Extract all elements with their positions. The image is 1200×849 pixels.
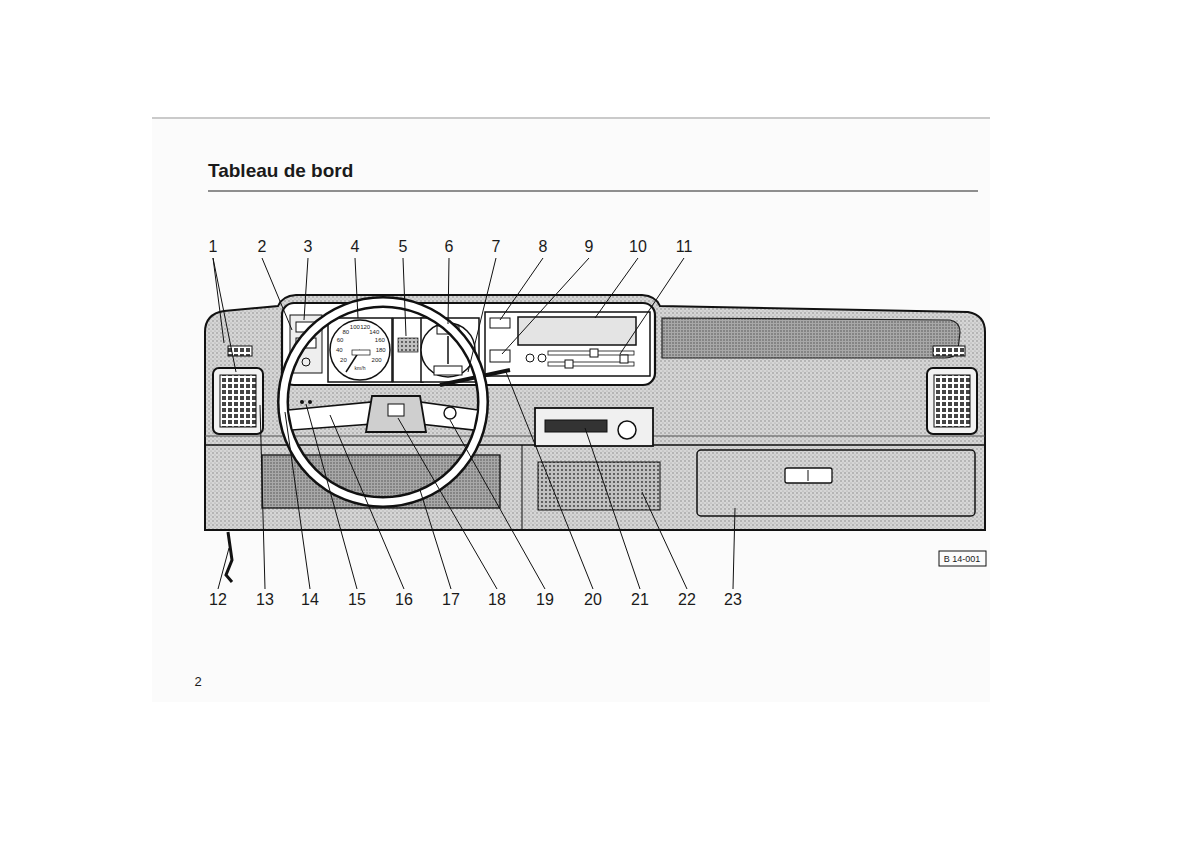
- callout-number: 14: [301, 592, 319, 608]
- speed-scale: 120: [360, 324, 370, 330]
- callout-number: 6: [445, 239, 454, 255]
- callout-number: 21: [631, 592, 649, 608]
- speed-unit: km/h: [355, 366, 366, 371]
- callout-number: 23: [724, 592, 742, 608]
- speed-scale: 80: [342, 329, 349, 335]
- callout-number: 4: [351, 239, 360, 255]
- speed-scale: 60: [337, 337, 344, 343]
- speed-scale: 40: [336, 347, 343, 353]
- speed-scale: 200: [372, 357, 382, 363]
- callout-number: 9: [585, 239, 594, 255]
- speed-scale: 100: [350, 324, 360, 330]
- figure-reference: B 14-001: [944, 555, 981, 564]
- callout-number: 11: [676, 239, 693, 255]
- callout-number: 3: [304, 239, 313, 255]
- callout-number: 8: [539, 239, 548, 255]
- callout-number: 13: [256, 592, 274, 608]
- callout-number: 1: [209, 239, 218, 255]
- callout-number: 12: [209, 592, 227, 608]
- callout-number: 5: [399, 239, 408, 255]
- speed-scale: 140: [369, 329, 379, 335]
- page-number: 2: [194, 675, 201, 688]
- callout-number: 16: [395, 592, 413, 608]
- callout-number: 10: [629, 239, 647, 255]
- speed-scale: 180: [376, 347, 386, 353]
- callout-number: 20: [584, 592, 602, 608]
- callout-number: 22: [678, 592, 696, 608]
- speed-scale: 20: [340, 357, 347, 363]
- callout-number: 2: [258, 239, 267, 255]
- speed-scale: 160: [375, 337, 385, 343]
- callout-number: 19: [536, 592, 554, 608]
- callout-number: 15: [348, 592, 366, 608]
- callout-number: 17: [442, 592, 460, 608]
- callout-number: 18: [488, 592, 506, 608]
- page-title: Tableau de bord: [208, 161, 353, 180]
- callout-number: 7: [492, 239, 501, 255]
